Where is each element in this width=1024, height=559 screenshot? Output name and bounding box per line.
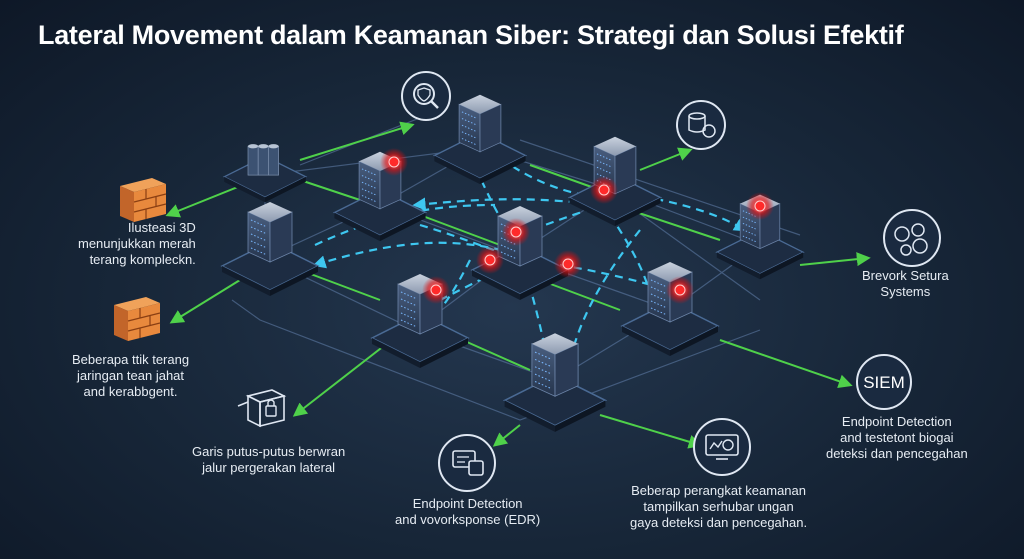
caption-siem: Endpoint Detection and testetont biogai … bbox=[826, 414, 968, 461]
database-icon bbox=[676, 100, 726, 150]
server-node bbox=[620, 262, 720, 356]
caption-devices: Beberap perangkat keamanan tampilkan ser… bbox=[630, 483, 808, 530]
firewall-icon bbox=[120, 178, 167, 222]
caption-illustration: Ilusteasi 3D menunjukkan merah terang ko… bbox=[78, 220, 196, 267]
siem-badge-label: SIEM bbox=[863, 373, 905, 392]
alert-core bbox=[430, 284, 442, 296]
edr-icon bbox=[438, 434, 496, 492]
siem-badge: SIEM bbox=[856, 354, 912, 410]
caption-edr: Endpoint Detection and vovorksponse (EDR… bbox=[395, 496, 541, 527]
alert-core bbox=[674, 284, 686, 296]
dashboard-icon bbox=[693, 418, 751, 476]
server-node bbox=[220, 202, 320, 296]
caption-dashed-paths: Garis putus-putus berwran jalur pergerak… bbox=[192, 444, 346, 475]
caption-points: Beberapa ttik terang jaringan tean jahat… bbox=[72, 352, 190, 399]
server-node bbox=[432, 94, 528, 185]
server-node bbox=[715, 194, 805, 280]
alert-core bbox=[598, 184, 610, 196]
alert-core bbox=[562, 258, 574, 270]
page-title: Lateral Movement dalam Keamanan Siber: S… bbox=[38, 20, 904, 50]
network-security-icon bbox=[883, 209, 941, 267]
server-node bbox=[502, 333, 608, 432]
caption-network-systems: Brevork Setura Systems bbox=[862, 268, 949, 299]
alert-core bbox=[388, 156, 400, 168]
alert-core bbox=[754, 200, 766, 212]
shield-search-icon bbox=[401, 71, 451, 121]
alert-core bbox=[510, 226, 522, 238]
laptop-lock-icon bbox=[237, 389, 287, 428]
firewall-icon bbox=[114, 297, 161, 341]
alert-core bbox=[484, 254, 496, 266]
server-node bbox=[222, 144, 308, 203]
server-node bbox=[370, 274, 470, 368]
